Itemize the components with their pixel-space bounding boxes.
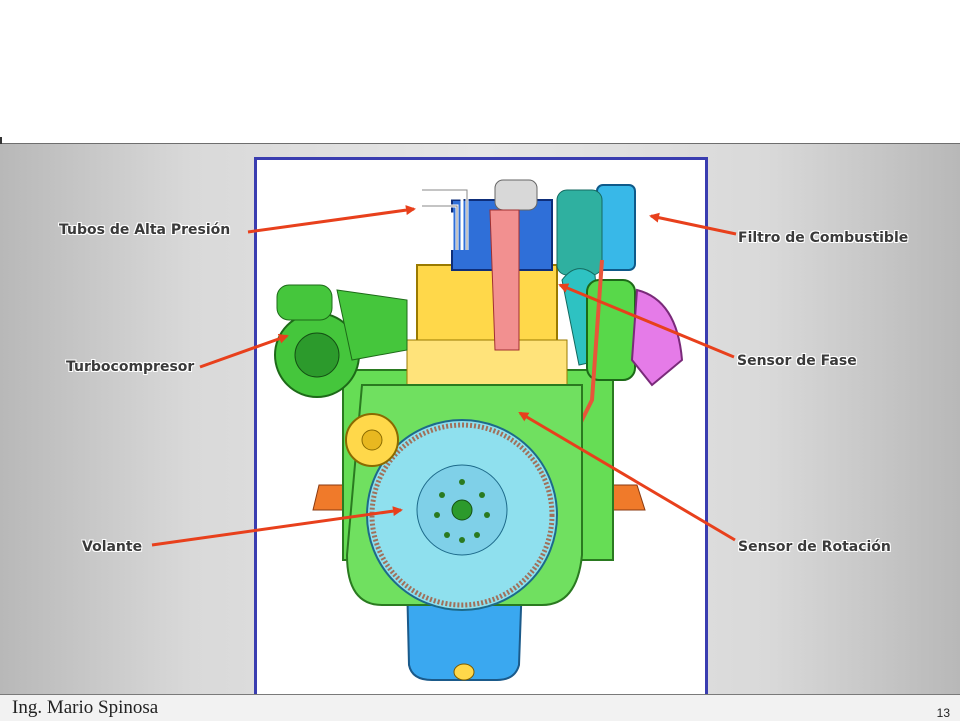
title-divider: [0, 143, 960, 144]
slide-footer: Ing. Mario Spinosa: [0, 694, 960, 721]
arrow-rotacion: [518, 411, 736, 542]
label-filtro-combustible: Filtro de Combustible: [738, 230, 909, 246]
arrow-turbo: [199, 333, 289, 369]
engine-illustration: [274, 179, 684, 681]
slide-title-area: [0, 0, 960, 143]
title-divider-tick: [0, 137, 2, 145]
label-tubos-alta-presion: Tubos de Alta Presión: [59, 222, 231, 238]
footer-author: Ing. Mario Spinosa: [12, 697, 159, 718]
arrow-fase: [558, 283, 735, 359]
arrow-tubos: [247, 205, 416, 234]
label-turbocompresor: Turbocompresor: [66, 359, 195, 375]
engine-diagram-frame: [254, 157, 708, 698]
arrow-volante: [151, 506, 403, 547]
label-sensor-fase: Sensor de Fase: [737, 353, 857, 369]
arrow-filtro: [649, 212, 737, 236]
label-sensor-rotacion: Sensor de Rotación: [738, 539, 891, 555]
page-number: 13: [936, 706, 950, 720]
label-volante: Volante: [82, 539, 143, 555]
